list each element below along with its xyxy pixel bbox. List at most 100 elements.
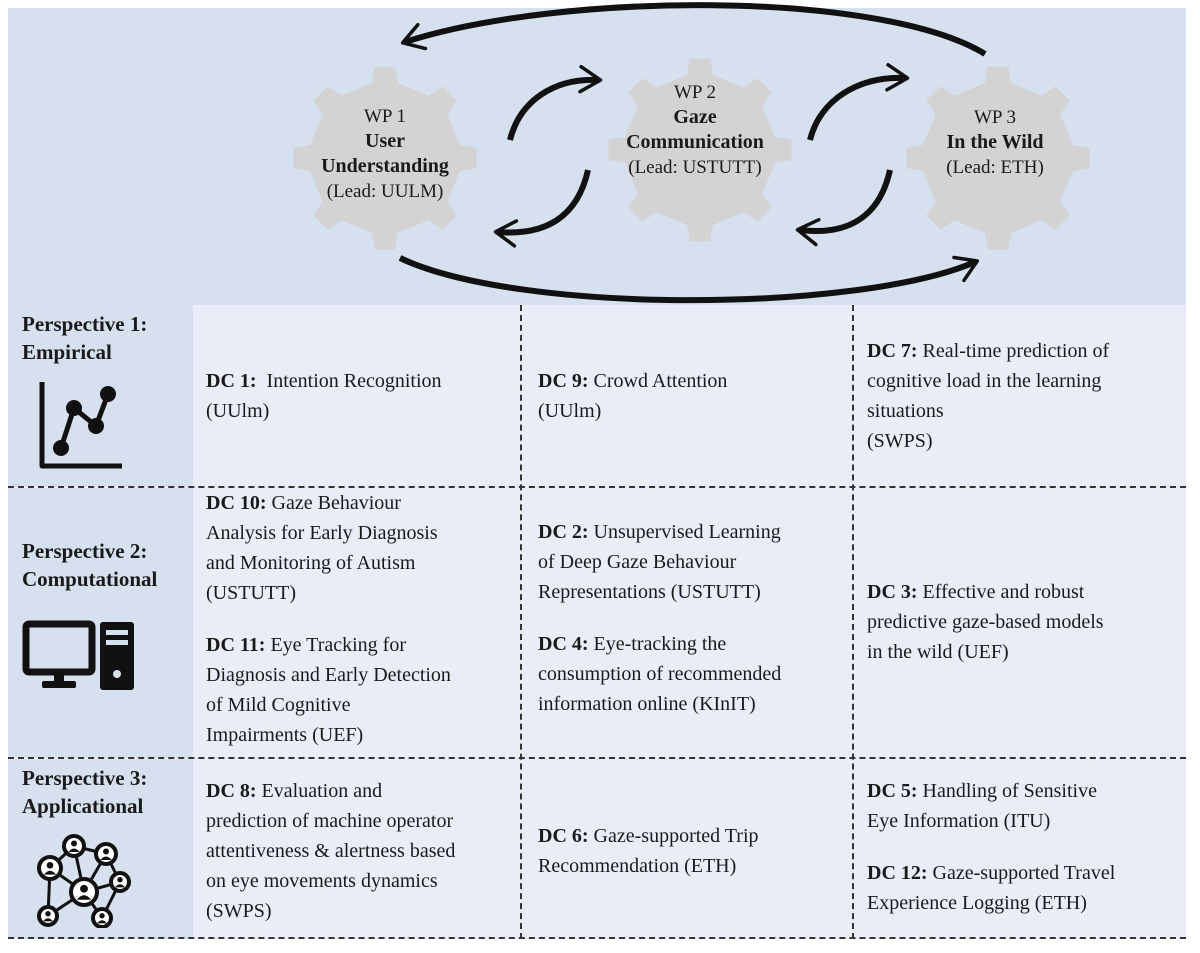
network-icon: [37, 834, 131, 928]
cells-bg: [193, 305, 1186, 939]
dc-entry-line: DC 12: Gaze-supported Travel: [867, 858, 1182, 888]
wp1-label: WP 1 User Understanding (Lead: UULM): [295, 104, 475, 204]
perspective-3-line1: Perspective 3:: [22, 766, 148, 790]
dc-text: on eye movements dynamics: [206, 870, 438, 892]
cell-r1c1: DC 1: Intention Recognition (UUlm): [206, 366, 511, 426]
dc-entry-line: consumption of recommended: [538, 659, 848, 689]
perspective-3-title: Perspective 3: Applicational: [22, 764, 147, 820]
dc-id: DC 5:: [867, 780, 918, 802]
dc-entry-line: (UUlm): [206, 396, 511, 426]
dc-text: and Monitoring of Autism: [206, 552, 416, 574]
perspective-2-line2: Computational: [22, 567, 158, 591]
dc-text: Eye Tracking for: [265, 634, 406, 656]
col-divider-2: [852, 305, 854, 939]
dc-entry-line: Recommendation (ETH): [538, 851, 848, 881]
dc-text: Unsupervised Learning: [588, 521, 781, 543]
wp2-title-line2: Communication: [626, 131, 764, 153]
arrow-wp1-to-wp2: [507, 64, 603, 141]
dc-entry-line: information online (KInIT): [538, 689, 848, 719]
wp2-number: WP 2: [673, 82, 717, 103]
wp2-gear: [608, 58, 792, 242]
dc-text: Recommendation (ETH): [538, 855, 737, 877]
dc-entry-line: DC 3: Effective and robust: [867, 577, 1182, 607]
cell-r2c3: DC 3: Effective and robust predictive gaz…: [867, 577, 1182, 667]
work-package-diagram: [293, 2, 1090, 304]
dc-text: (UUlm): [206, 400, 270, 422]
row-divider-3: [8, 937, 1186, 939]
dc-text: Intention Recognition: [256, 370, 442, 392]
dc-id: DC 1:: [206, 370, 257, 392]
dc-entry-line: prediction of machine operator: [206, 806, 516, 836]
dc-text: (UUlm): [538, 400, 602, 422]
wp1-number: WP 1: [363, 106, 407, 127]
dc-text: Experience Logging (ETH): [867, 892, 1087, 914]
arrow-wp1-to-wp3: [398, 255, 980, 304]
wp1-title-line1: User: [365, 130, 405, 152]
dc-id: DC 4:: [538, 633, 589, 655]
dc-entry-line: DC 1: Intention Recognition: [206, 366, 511, 396]
dc-entry-line: DC 10: Gaze Behaviour: [206, 488, 516, 518]
dc-text: Gaze Behaviour: [266, 492, 401, 514]
dc-entry-line: and Monitoring of Autism: [206, 548, 516, 578]
dc-entry-line: DC 9: Crowd Attention: [538, 366, 843, 396]
wp1-gear: [293, 66, 477, 250]
dc-text: (USTUTT): [206, 582, 296, 604]
dc-entry-line: of Mild Cognitive: [206, 690, 516, 720]
dc-text: Impairments (UEF): [206, 724, 364, 746]
dc-entry-line: Diagnosis and Early Detection: [206, 660, 516, 690]
dc-entry-line: attentiveness & alertness based: [206, 836, 516, 866]
dc-id: DC 10:: [206, 492, 267, 514]
dc-text: situations: [867, 400, 944, 422]
cell-r3c1: DC 8: Evaluation and prediction of machin…: [206, 776, 516, 926]
dc-entry-line: DC 6: Gaze-supported Trip: [538, 821, 848, 851]
dc-text: Real-time prediction of: [917, 340, 1110, 362]
dc-id: DC 3:: [867, 581, 918, 603]
dc-id: DC 6:: [538, 825, 589, 847]
dc-id: DC 7:: [867, 340, 918, 362]
dc-text: Eye-tracking the: [588, 633, 727, 655]
wp3-gear: [906, 66, 1090, 250]
wp3-lead: (Lead: ETH): [946, 157, 1044, 178]
dc-id: DC 2:: [538, 521, 589, 543]
dc-text: prediction of machine operator: [206, 810, 454, 832]
dc-id: DC 11:: [206, 634, 266, 656]
row-divider-1: [8, 486, 1186, 488]
dc-entry-line: DC 8: Evaluation and: [206, 776, 516, 806]
perspective-1-line1: Perspective 1:: [22, 312, 148, 336]
wp1-title-line2: Understanding: [321, 155, 449, 177]
row-divider-2: [8, 757, 1186, 759]
dc-text: of Mild Cognitive: [206, 694, 351, 716]
dc-text: predictive gaze-based models: [867, 611, 1104, 633]
dc-entry-line: Representations (USTUTT): [538, 577, 848, 607]
arrow-wp3-to-wp2: [795, 169, 893, 247]
entry-gap: [538, 607, 848, 629]
wp2-lead: (Lead: USTUTT): [628, 157, 762, 178]
col-divider-1: [520, 305, 522, 939]
dc-text: (SWPS): [206, 900, 272, 922]
dc-text: cognitive load in the learning: [867, 370, 1102, 392]
arrow-wp2-to-wp1: [493, 169, 591, 248]
dc-text: Representations (USTUTT): [538, 581, 761, 603]
dc-entry-line: predictive gaze-based models: [867, 607, 1182, 637]
dc-text: consumption of recommended: [538, 663, 782, 685]
dc-text: Eye Information (ITU): [867, 810, 1051, 832]
dc-text: Analysis for Early Diagnosis: [206, 522, 438, 544]
dc-text: in the wild (UEF): [867, 641, 1009, 663]
line-chart-icon: [39, 382, 122, 469]
dc-text: Effective and robust: [917, 581, 1085, 603]
entry-gap: [206, 608, 516, 630]
wp3-title-line1: In the Wild: [946, 131, 1044, 153]
dc-text: Evaluation and: [256, 780, 383, 802]
wp3-number: WP 3: [973, 107, 1017, 128]
dc-text: (SWPS): [867, 430, 933, 452]
dc-id: DC 12:: [867, 862, 928, 884]
dc-entry-line: Impairments (UEF): [206, 720, 516, 750]
dc-entry-line: (SWPS): [206, 896, 516, 926]
dc-entry-line: (SWPS): [867, 426, 1182, 456]
perspective-3-line2: Applicational: [22, 794, 144, 818]
dc-text: Crowd Attention: [588, 370, 728, 392]
dc-entry-line: DC 2: Unsupervised Learning: [538, 517, 848, 547]
